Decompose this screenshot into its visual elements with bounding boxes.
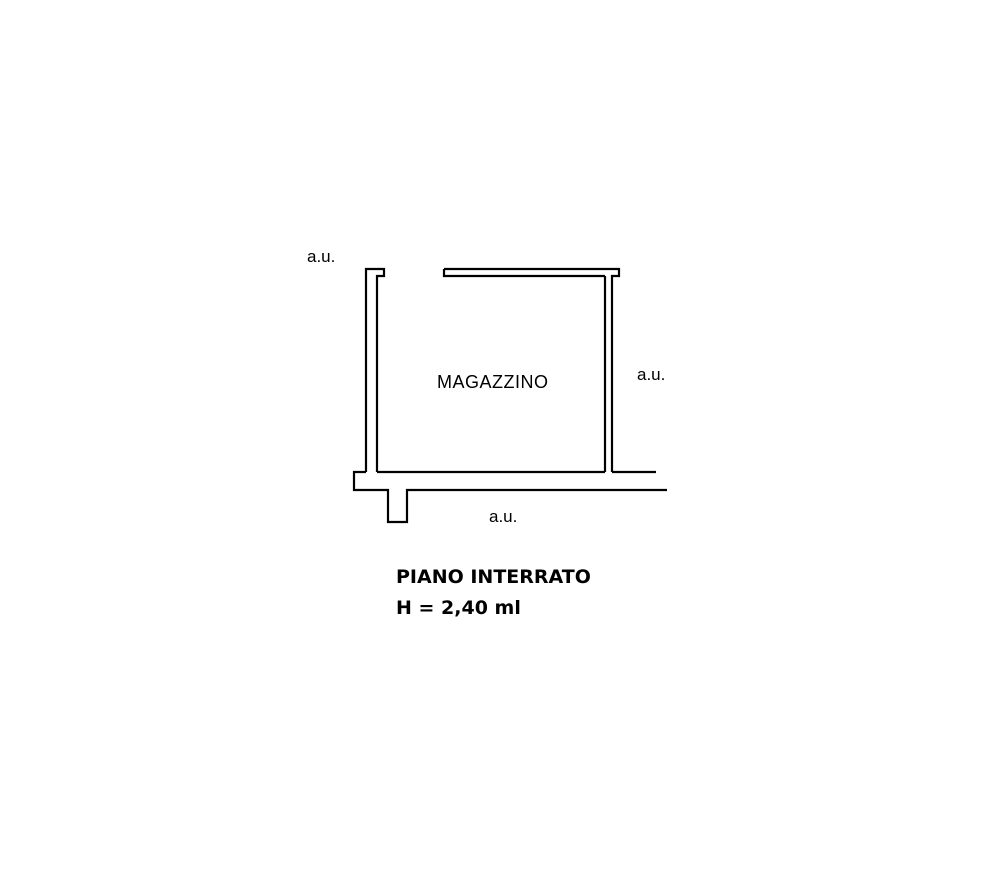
room-label: MAGAZZINO: [437, 372, 549, 392]
floor-title: PIANO INTERRATO: [396, 566, 591, 588]
top-wall-inner: [442, 269, 605, 278]
height-note: H = 2,40 ml: [396, 597, 521, 619]
adjacent-label-topleft: a.u.: [307, 247, 335, 266]
top-wall: [444, 267, 621, 472]
adjacent-label-bottom: a.u.: [489, 507, 517, 526]
bottom-wall-outer: [352, 470, 667, 524]
adjacent-label-right: a.u.: [637, 365, 665, 384]
left-wall: [364, 267, 386, 472]
